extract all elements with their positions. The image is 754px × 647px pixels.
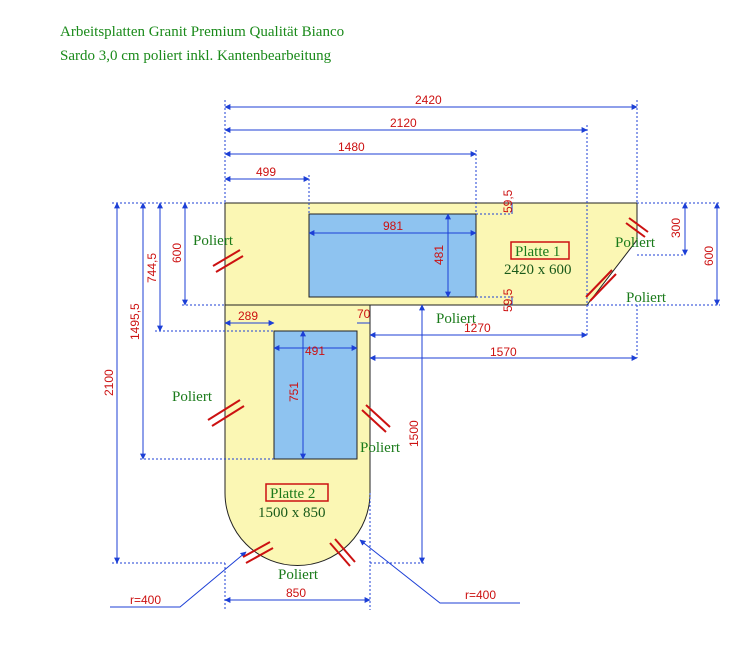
- poliert-label-front: Poliert: [436, 311, 477, 327]
- dim-2100: 2100: [102, 369, 116, 396]
- poliert-label-round-end: Poliert: [278, 567, 319, 583]
- dimension-lines: [110, 104, 720, 608]
- plate-2-label-box: [265, 483, 329, 502]
- dim-1570: 1570: [490, 345, 517, 359]
- dim-2120: 2120: [390, 116, 417, 130]
- title-line-1: Arbeitsplatten Granit Premium Qualität B…: [60, 24, 345, 40]
- dim-600-left: 600: [170, 243, 184, 263]
- extension-lines: [112, 100, 720, 610]
- plate-2-label: Platte 2: [270, 486, 315, 502]
- dim-70: 70: [357, 307, 371, 321]
- dim-1495-5: 1495,5: [128, 303, 142, 340]
- dim-1270: 1270: [464, 321, 491, 335]
- dim-499: 499: [256, 165, 276, 179]
- poliert-label-right-side: Poliert: [360, 440, 401, 456]
- dim-744-5: 744,5: [145, 253, 159, 283]
- dim-289: 289: [238, 309, 258, 323]
- dim-1500: 1500: [407, 420, 421, 447]
- dim-sink-width: 981: [383, 219, 403, 233]
- dim-radius-right: r=400: [465, 588, 496, 602]
- polish-marks: [207, 217, 649, 567]
- title-line-2: Sardo 3,0 cm poliert inkl. Kantenbearbei…: [60, 48, 332, 64]
- poliert-label-right-bottom: Poliert: [626, 290, 667, 306]
- poliert-label-left-top: Poliert: [193, 233, 234, 249]
- dim-850: 850: [286, 586, 306, 600]
- dim-600-right: 600: [702, 246, 716, 266]
- plate-1-label-box: [510, 241, 570, 260]
- hob-cutout: [273, 330, 358, 460]
- dim-300: 300: [669, 218, 683, 238]
- dim-hob-depth: 751: [287, 382, 301, 402]
- dim-59-5-bottom: 59,5: [501, 288, 515, 312]
- poliert-label-right-top: Poliert: [615, 235, 656, 251]
- plate-2-size: 1500 x 850: [258, 505, 326, 521]
- dim-total-width: 2420: [415, 93, 442, 107]
- dim-59-5-top: 59,5: [501, 189, 515, 213]
- dim-sink-depth: 481: [432, 245, 446, 265]
- plate-1-label: Platte 1: [515, 244, 560, 260]
- dim-491: 491: [305, 344, 325, 358]
- plate-1-size: 2420 x 600: [504, 262, 572, 278]
- dim-radius-left: r=400: [130, 593, 161, 607]
- dim-1480: 1480: [338, 140, 365, 154]
- poliert-label-left-side: Poliert: [172, 389, 213, 405]
